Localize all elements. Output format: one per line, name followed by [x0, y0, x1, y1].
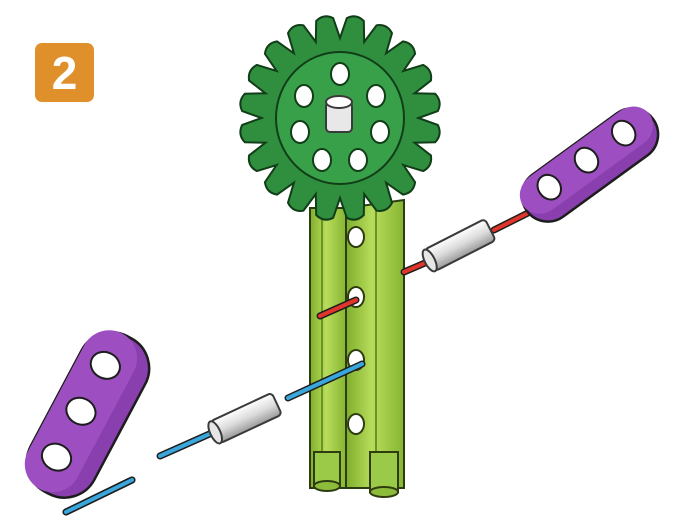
- gear-hole: [371, 121, 389, 143]
- gear-axle-cap: [326, 96, 352, 108]
- purple-bar-icon: [512, 98, 669, 232]
- green-gear-icon: [240, 16, 439, 219]
- green-frame-rods: [310, 200, 404, 497]
- gear-hole: [291, 121, 309, 143]
- gear-hole: [295, 85, 313, 107]
- gray-connector-icon: [206, 393, 282, 446]
- gear-hole: [313, 149, 331, 171]
- purple-bar-icon: [15, 320, 161, 509]
- gray-connector-icon: [420, 219, 496, 274]
- gear-hole: [367, 85, 385, 107]
- gear-hole: [331, 63, 349, 85]
- gear-hole: [349, 149, 367, 171]
